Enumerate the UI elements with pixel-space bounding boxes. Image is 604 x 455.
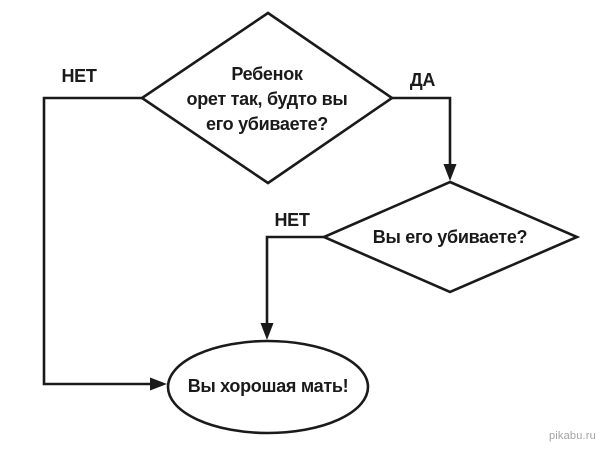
- edge-yes-arrowhead-icon: [443, 164, 457, 181]
- question1-diamond: [139, 11, 395, 185]
- edge-label-yes: ДА: [409, 70, 436, 90]
- edge-label-no1: НЕТ: [61, 66, 97, 86]
- question2-diamond: [320, 180, 581, 294]
- edge-no2-arrowhead-icon: [260, 323, 274, 340]
- edge-no1-line: [42, 96, 150, 386]
- question1-text: Ребенок орет так, будто вы его убиваете?: [186, 64, 348, 134]
- result-ellipse: [166, 339, 370, 435]
- pikabu-watermark: pikabu.ru: [548, 430, 596, 442]
- result-text: Вы хорошая мать!: [187, 376, 349, 396]
- edge-no1-arrowhead-icon: [150, 377, 167, 391]
- question2-text: Вы его убиваете?: [372, 227, 528, 247]
- edge-no2-line: [265, 235, 324, 325]
- edge-label-no2: НЕТ: [274, 210, 310, 230]
- edge-yes-line: [392, 96, 452, 166]
